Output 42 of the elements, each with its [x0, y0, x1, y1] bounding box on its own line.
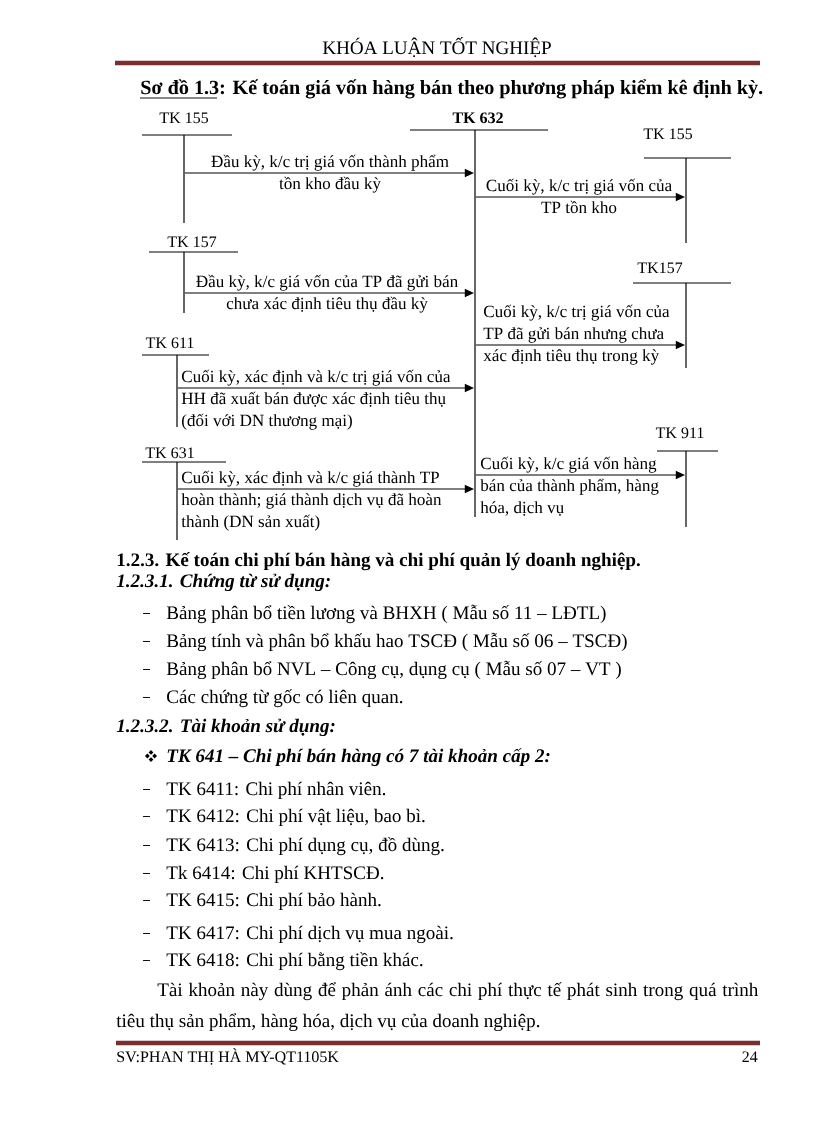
list-item: Các chứng từ gốc có liên quan.	[167, 689, 403, 708]
diagram-title: Sơ đồ 1.3: Kế toán giá vốn hàng bán theo phương pháp kiểm kê định kỳ.	[139, 79, 763, 99]
list-item: TK 6417: Chi phí dịch vụ mua ngoài.	[166, 925, 453, 944]
t-account-top: TK 611	[141, 337, 210, 356]
t-account-top: TK 911	[655, 427, 719, 452]
t-account-stem	[176, 462, 178, 540]
list-item: TK 6411: Chi phí nhân viên.	[166, 781, 386, 800]
t-account-top: TK 155	[141, 112, 233, 136]
edge-label: Cuối kỳ, xác định và k/c trị giá vốn của HH đã xuất bán được xác định tiêu thụ (đối với DN thương mại)	[181, 369, 451, 430]
edge-label: Cuối kỳ, k/c trị giá vốn của TP đã gửi bán nhưng chưa xác định tiêu thụ trong kỳ	[483, 304, 670, 365]
body-paragraph: Tài khoản này dùng để phản ánh các chi phí thực tế phát sinh trong quá trình tiêu thụ sản phẩm, hàng hóa, dịch vụ của doanh nghiệp.	[116, 982, 759, 1032]
t-account-top: TK 155	[643, 128, 732, 159]
t-account-stem	[685, 451, 687, 527]
t-account-top: TK157	[632, 262, 732, 284]
list-item: TK 6413: Chi phí dụng cụ, đồ dùng.	[166, 837, 444, 856]
edge-label: Cuối kỳ, k/c giá vốn hàng bán của thành phẩm, hàng hóa, dịch vụ	[480, 456, 659, 516]
list-item: Bảng phân bổ tiền lương và BHXH ( Mẫu số 11 – LĐTL)	[166, 604, 606, 624]
t-account-stem	[685, 283, 687, 368]
edge-label: Cuối kỳ, k/c trị giá vốn của TP tồn kho	[486, 178, 672, 214]
t-account-top: TK 631	[141, 447, 227, 463]
t-account-top: TK 632	[409, 112, 549, 131]
edge-label: Đầu kỳ, k/c trị giá vốn thành phẩm tồn kho đầu kỳ	[211, 154, 449, 193]
t-account-stem	[685, 158, 687, 243]
list-item: Bảng tính và phân bổ khấu hao TSCĐ ( Mẫu số 06 – TSCĐ)	[166, 632, 627, 652]
edge-label: Đầu kỳ, k/c giá vốn của TP đã gửi bán chưa xác định tiêu thụ đầu kỳ	[196, 274, 458, 313]
page-header: KHÓA LUẬN TỐT NGHIỆP	[322, 37, 551, 58]
list-item: Bảng phân bổ NVL – Công cụ, dụng cụ ( Mẫu số 07 – VT )	[166, 660, 621, 680]
page-footer: SV:PHAN THỊ HÀ MY-QT1105K	[117, 1048, 339, 1065]
edge-label: Cuối kỳ, xác định và k/c giá thành TP hoàn thành; giá thành dịch vụ đã hoàn thành (DN sản xuất)	[181, 470, 442, 531]
t-account-stem	[176, 355, 178, 427]
t-account-stem	[183, 135, 185, 223]
list-item: TK 6418: Chi phí bằng tiền khác.	[166, 952, 423, 971]
list-item: Tk 6414: Chi phí KHTSCĐ.	[166, 865, 384, 884]
t-account-top: TK 157	[148, 236, 239, 253]
list-item: TK 6415: Chi phí bảo hành.	[166, 892, 381, 911]
subsection-heading: 1.2.3.1. Chứng từ sử dụng:	[116, 573, 330, 592]
list-heading: TK 641 – Chi phí bán hàng có 7 tài khoản cấp 2:	[167, 748, 550, 767]
subsection-heading: 1.2.3.2. Tài khoản sử dụng:	[116, 718, 335, 737]
t-account-stem	[183, 252, 185, 313]
section-heading: 1.2.3. Kế toán chi phí bán hàng và chi phí quản lý doanh nghiệp.	[117, 552, 640, 571]
list-item: TK 6412: Chi phí vật liệu, bao bì.	[166, 808, 425, 827]
page-number: 24	[742, 1051, 758, 1062]
